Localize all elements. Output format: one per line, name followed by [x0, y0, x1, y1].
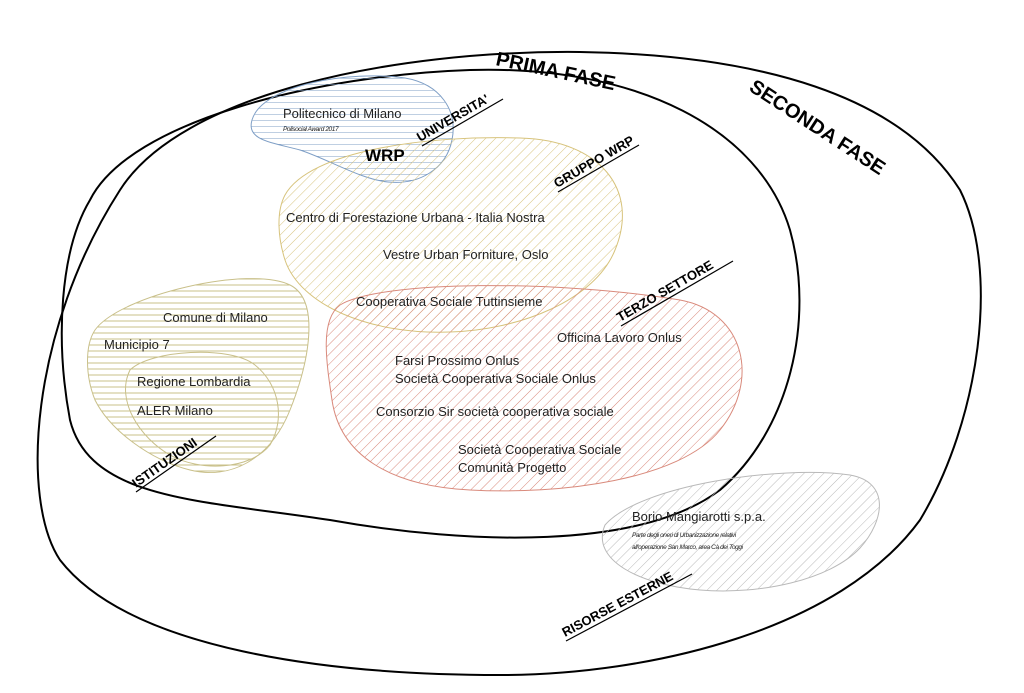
farsi-prossimo-subtext: Società Cooperativa Sociale Onlus [395, 371, 596, 386]
universita-label-underline [421, 98, 504, 147]
tuttinsieme-text: Cooperativa Sociale Tuttinsieme [356, 294, 542, 309]
istituzioni-area [87, 278, 310, 473]
prima-fase-label: PRIMA FASE [494, 48, 617, 95]
consorzio-sir-text: Consorzio Sir società cooperativa social… [376, 404, 614, 419]
terzo-settore-label-underline [620, 260, 734, 327]
seconda-fase-label: SECONDA FASE [745, 76, 889, 180]
risorse-esterne-label: RISORSE ESTERNE [559, 568, 675, 639]
gruppo-wrp-label-underline [557, 144, 640, 193]
istituzioni-label-underline [135, 435, 217, 493]
centro-forestazione-text: Centro di Forestazione Urbana - Italia N… [286, 210, 545, 225]
politecnico-text: Politecnico di Milano [283, 106, 402, 121]
municipio-text: Municipio 7 [104, 337, 170, 352]
istituzioni-inner-area [125, 351, 279, 467]
terzo-settore-area [325, 285, 743, 492]
risorse-esterne-label-underline [565, 573, 693, 642]
comunita-progetto-subtext: Comunità Progetto [458, 460, 566, 475]
comune-text: Comune di Milano [163, 310, 268, 325]
farsi-prossimo-text: Farsi Prossimo Onlus [395, 353, 520, 368]
borio-note-1: Parte degli oneri di Urbanizzazione rela… [632, 532, 737, 539]
officina-text: Officina Lavoro Onlus [557, 330, 682, 345]
borio-note-2: all'operazione San Marco, area Cà dei To… [632, 544, 744, 551]
wrp-title: WRP [365, 146, 405, 165]
seconda-fase-boundary [36, 50, 982, 677]
polisocial-note: Polisocial Award 2017 [283, 126, 339, 133]
comunita-progetto-text: Società Cooperativa Sociale [458, 442, 621, 457]
risorse-esterne-area [601, 471, 880, 592]
vestre-text: Vestre Urban Forniture, Oslo [383, 247, 548, 262]
prima-fase-boundary [60, 68, 801, 539]
borio-text: Borio Mangiarotti s.p.a. [632, 509, 766, 524]
gruppo-wrp-area [278, 137, 623, 333]
regione-text: Regione Lombardia [137, 374, 251, 389]
aler-text: ALER Milano [137, 403, 213, 418]
